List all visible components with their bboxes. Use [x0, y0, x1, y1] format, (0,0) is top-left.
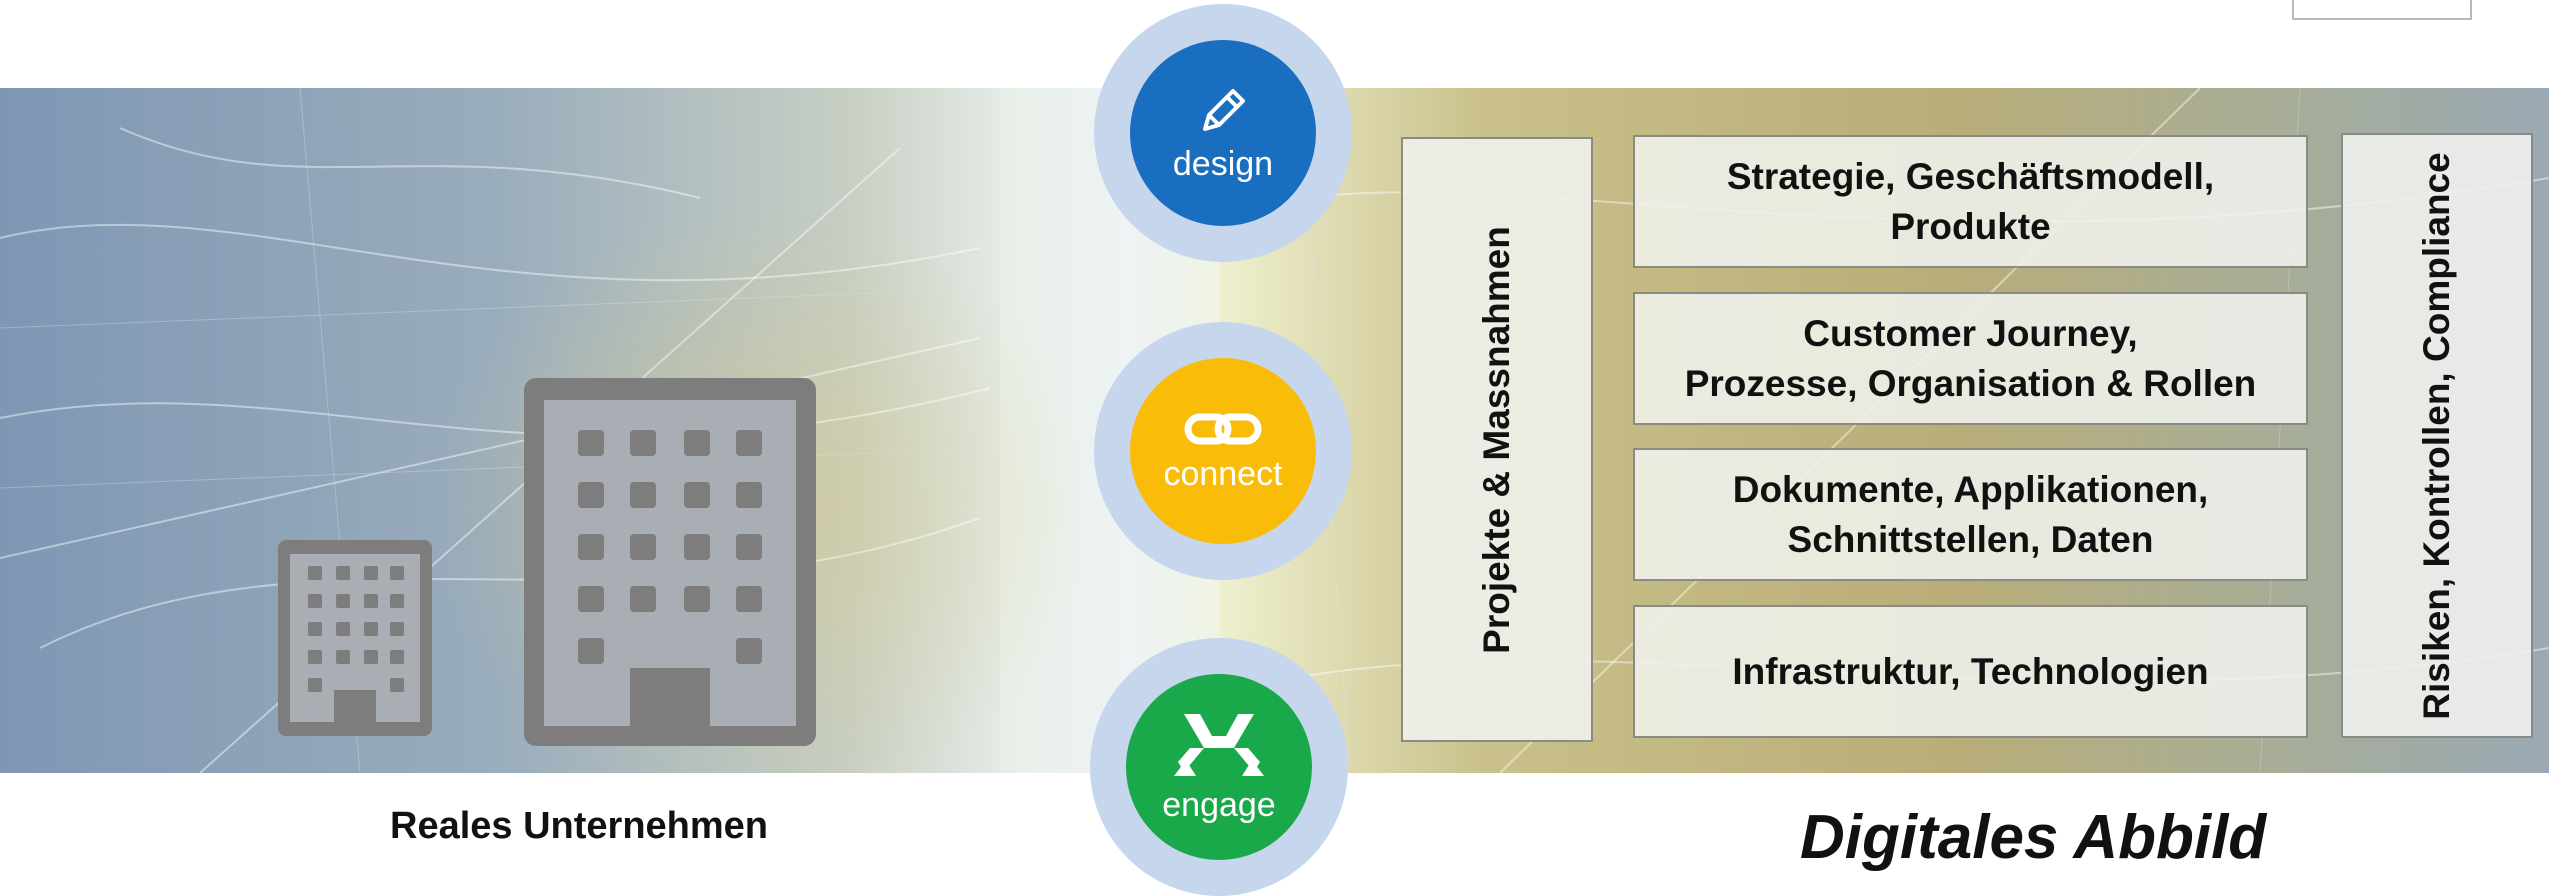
projects-column: Projekte & Massnahmen	[1401, 137, 1593, 742]
stage-design-label: design	[1172, 144, 1274, 183]
stage-engage-label: engage	[1162, 785, 1276, 824]
real-company-caption: Reales Unternehmen	[390, 805, 769, 847]
corner-button[interactable]	[2292, 0, 2472, 20]
stage-connect: connect	[1094, 322, 1352, 580]
risks-column: Risiken, Kontrollen, Compliance	[2341, 133, 2533, 738]
stage-design-core: design	[1130, 40, 1316, 226]
pencil-icon	[1203, 88, 1245, 131]
layer-strategy-line2: Produkte	[1890, 205, 2051, 247]
stage-design: design	[1094, 4, 1352, 262]
projects-column-label: Projekte & Massnahmen	[1476, 225, 1517, 654]
stage-connect-core: connect	[1130, 358, 1316, 544]
layer-process-line2: Prozesse, Organisation & Rollen	[1684, 362, 2257, 404]
stage-engage-core: engage	[1126, 674, 1312, 860]
digital-twin-caption: Digitales Abbild	[1800, 803, 2267, 872]
layer-infrastructure: Infrastruktur, Technologien	[1633, 605, 2308, 738]
merge-arrows-icon	[1174, 713, 1264, 776]
layer-strategy-line1: Strategie, Geschäftsmodell,	[1726, 155, 2215, 197]
layer-process-line1: Customer Journey,	[1803, 312, 2138, 354]
link-icon	[1184, 413, 1262, 444]
layer-applications: Dokumente, Applikationen, Schnittstellen,…	[1633, 448, 2308, 581]
stage-connect-label: connect	[1163, 454, 1283, 493]
layer-infrastructure-line1: Infrastruktur, Technologien	[1732, 650, 2209, 692]
layer-applications-line2: Schnittstellen, Daten	[1787, 518, 2154, 560]
risks-column-label: Risiken, Kontrollen, Compliance	[2416, 151, 2457, 720]
stage-engage: engage	[1090, 638, 1348, 896]
large-building-icon	[524, 378, 816, 746]
layer-strategy: Strategie, Geschäftsmodell, Produkte	[1633, 135, 2308, 268]
layer-process: Customer Journey, Prozesse, Organisation …	[1633, 292, 2308, 425]
small-building-icon	[278, 540, 432, 736]
layer-applications-line1: Dokumente, Applikationen,	[1732, 468, 2209, 510]
